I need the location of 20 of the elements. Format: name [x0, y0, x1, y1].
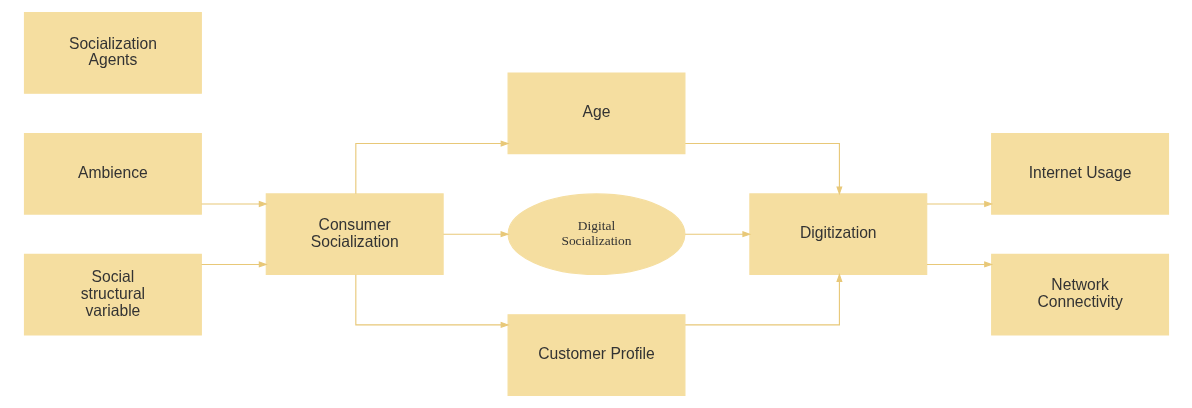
- arrow: [684, 231, 751, 238]
- arrow: [684, 273, 843, 326]
- arrow: [925, 261, 993, 268]
- node-box: Internet Usage: [990, 132, 1169, 215]
- node-box: Ambience: [23, 132, 202, 215]
- arrow: [354, 274, 510, 329]
- node-box: Network Connectivity: [990, 253, 1169, 336]
- node-ellipse: Digital Socialization: [507, 193, 685, 276]
- arrow: [354, 140, 510, 195]
- arrow: [925, 200, 993, 208]
- arrow: [200, 261, 268, 268]
- node-box: Social structural variable: [23, 253, 202, 336]
- node-box: Consumer Socialization: [265, 193, 444, 276]
- node-box: Customer Profile: [507, 314, 685, 396]
- node-box: Digitization: [748, 193, 927, 276]
- arrow: [442, 231, 510, 238]
- arrow: [200, 200, 268, 208]
- arrow: [684, 143, 843, 196]
- node-box: Socialization Agents: [23, 12, 202, 94]
- node-box: Age: [507, 72, 685, 155]
